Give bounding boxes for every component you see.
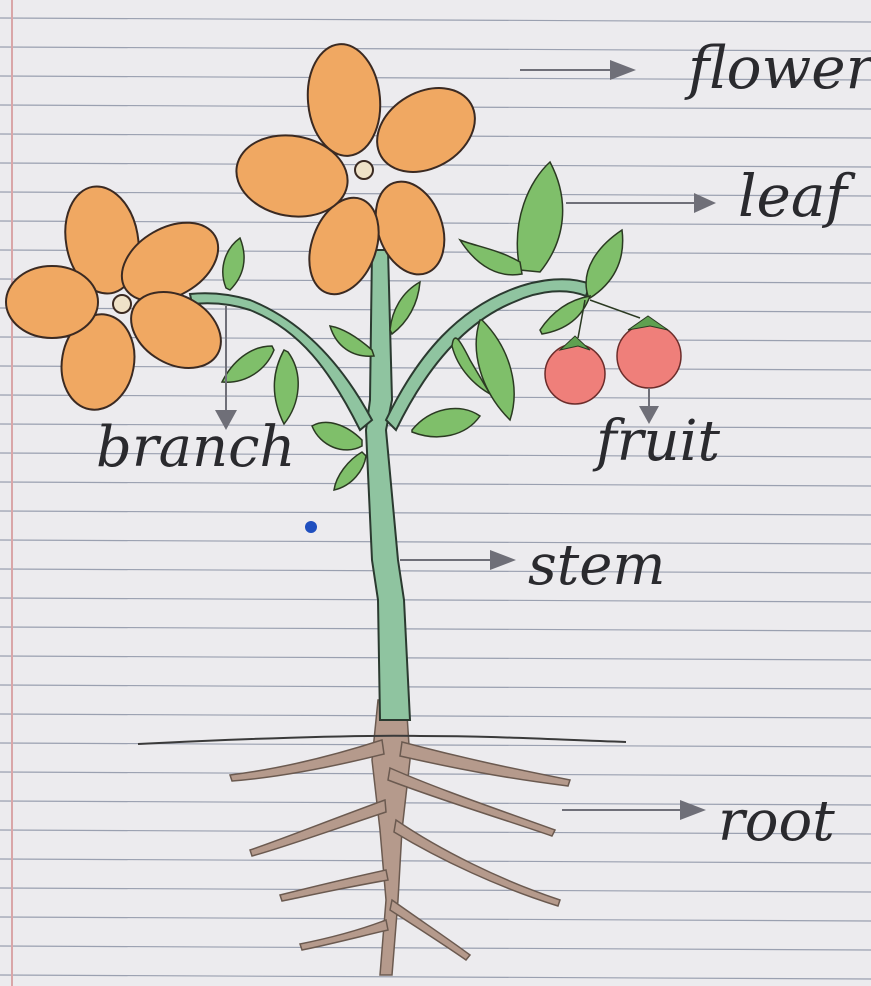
flower-top: [230, 41, 490, 304]
leaf-10: [222, 346, 274, 382]
leaf-2: [460, 240, 522, 275]
arrow-flower: [520, 60, 636, 80]
label-stem: stem: [528, 533, 665, 598]
notebook-line: [0, 859, 871, 863]
notebook-line: [0, 598, 871, 602]
leaf-8: [390, 282, 420, 334]
label-branch: branch: [96, 415, 296, 480]
leaf-3: [586, 230, 623, 298]
arrow-leaf: [566, 193, 716, 213]
ink-dot: [305, 521, 317, 533]
leaf-11: [274, 350, 298, 424]
roots: [230, 700, 570, 975]
fruit-stalk-2: [590, 300, 640, 318]
leaf-1: [517, 162, 562, 272]
notebook-line: [0, 888, 871, 892]
leaf-14: [334, 452, 366, 490]
leaf-5: [476, 320, 514, 420]
notebook-line: [0, 917, 871, 921]
arrow-root: [562, 800, 706, 820]
notebook-line: [0, 743, 871, 747]
fruit-1: [545, 344, 605, 404]
label-leaf: leaf: [738, 162, 856, 230]
leaf-9: [330, 326, 374, 356]
notebook-line: [0, 482, 871, 486]
notebook-line: [0, 395, 871, 399]
leaf-7: [412, 408, 480, 436]
fruit-2: [617, 324, 681, 388]
notebook-line: [0, 18, 871, 22]
notebook-line: [0, 685, 871, 689]
notebook-line: [0, 772, 871, 776]
label-fruit: fruit: [592, 409, 720, 474]
label-flower: flower: [684, 34, 871, 102]
notebook-line: [0, 975, 871, 979]
notebook-line: [0, 627, 871, 631]
leaf-13: [312, 422, 362, 449]
notebook-line: [0, 511, 871, 515]
notebook-line: [0, 714, 871, 718]
leaf-12: [223, 238, 244, 290]
arrow-stem: [400, 550, 516, 570]
notebook-line: [0, 946, 871, 950]
notebook-line: [0, 540, 871, 544]
notebook-line: [0, 656, 871, 660]
notebook-line: [0, 569, 871, 573]
label-root: root: [718, 789, 835, 854]
